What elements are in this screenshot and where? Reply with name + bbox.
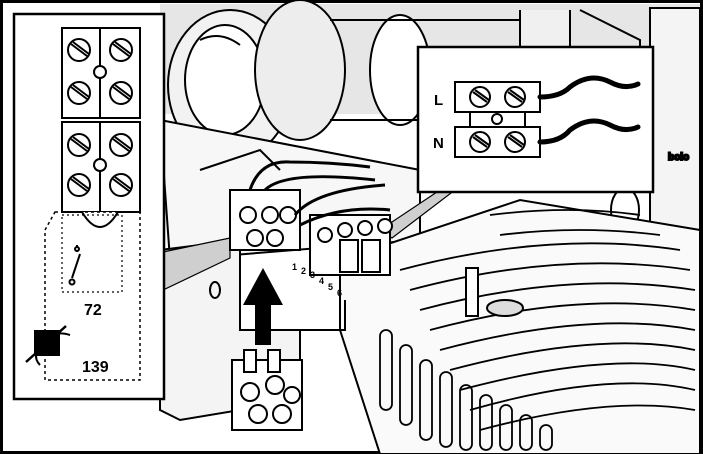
connector-strip-bottom	[61, 121, 141, 228]
live-label: L	[434, 92, 443, 109]
sensor-label: 139	[82, 359, 109, 376]
connector-strip-top	[61, 27, 141, 119]
terminal-numbers: 1 2 3 4 5 6	[292, 262, 342, 298]
terminal-number: 1	[292, 262, 297, 272]
neutral-label: N	[433, 135, 444, 152]
svg-text:bolo: bolo	[668, 152, 689, 163]
terminal-number: 2	[301, 266, 306, 276]
thermostat-switch-icon	[68, 245, 81, 286]
insert-arrow-icon	[243, 268, 283, 345]
loose-connector	[231, 349, 303, 431]
mains-cables	[537, 75, 641, 145]
left-inset-panel: 72 139	[12, 12, 166, 401]
terminal-number: 3	[310, 270, 315, 280]
thermostat-label: 72	[84, 302, 102, 319]
mains-terminal-strip	[454, 81, 541, 158]
terminal-number: 4	[319, 276, 324, 286]
terminal-block	[229, 160, 393, 276]
temperature-sensor-icon	[25, 325, 71, 366]
terminal-number: 6	[337, 288, 342, 298]
right-inset-panel: L N	[416, 45, 655, 194]
terminal-number: 5	[328, 282, 333, 292]
